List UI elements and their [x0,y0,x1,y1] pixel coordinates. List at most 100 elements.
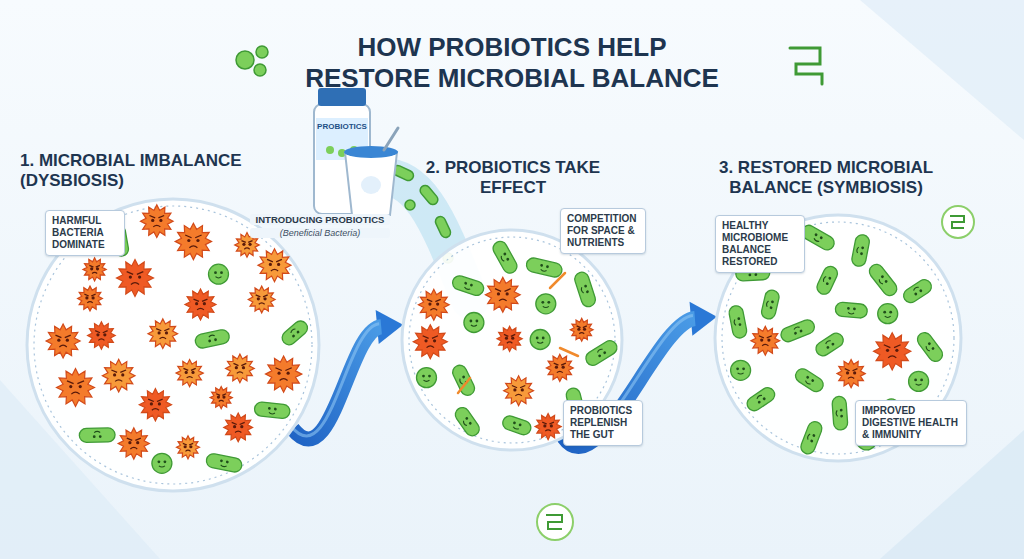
good-bacterium-group [79,428,115,443]
harmful-bacterium [83,258,106,281]
harmful-bacterium-group [485,277,520,312]
harmful-bacterium [46,324,80,358]
good-bacterium [835,302,868,319]
harmful-bacterium-group [248,286,275,313]
harmful-bacterium-group [418,289,449,320]
good-bacterium-group [760,289,780,321]
harmful-bacterium [546,354,573,381]
brow [183,443,193,445]
brow [111,370,126,372]
harmful-bacterium [210,387,232,409]
eye [164,460,167,463]
brow [884,345,901,348]
mouth [98,339,104,340]
brow [256,295,268,297]
good-bacterium [501,414,533,437]
good-bacterium-group [417,368,437,388]
brow [216,394,226,396]
mouth [185,450,190,451]
eye [185,371,188,374]
circle-fill [27,199,319,491]
good-bacterium-group [793,366,826,394]
eye [92,296,95,299]
good-bacterium-group [491,239,520,276]
mouth [888,356,896,358]
eye [422,375,425,378]
eye [760,338,763,341]
eye [806,375,810,379]
harmful-bacterium-group [118,428,149,459]
good-bacterium [909,371,929,391]
eye [603,351,607,355]
good-bacterium [731,360,751,380]
good-bacterium-group [728,305,748,340]
eye [203,302,206,305]
good-bacterium [152,453,172,473]
brow [423,336,438,339]
mouth [545,430,551,431]
eye [470,283,474,287]
mouth [71,392,79,394]
mouth [160,337,167,338]
good-bacterium-group [254,401,291,419]
brow [577,326,587,328]
eye [853,371,856,374]
harmful-bacterium-group [837,360,865,388]
good-bacterium [453,405,482,439]
good-bacterium-group [744,385,777,414]
eye [540,264,543,267]
smile [916,384,922,385]
smile [424,380,430,381]
eye [853,307,856,310]
good-bacterium-group [878,304,898,324]
good-bacterium [851,234,871,268]
eye [748,273,751,276]
harmful-bacterium-group [175,223,211,259]
eye [433,339,436,342]
mouth [237,372,243,373]
harmful-bacterium-group [185,289,216,320]
callout-text: HARMFUL BACTERIA DOMINATE [52,215,105,250]
smile [885,316,891,317]
good-bacterium [536,294,556,314]
eye [268,407,271,410]
mouth [130,447,137,449]
eye [66,339,69,342]
smile [925,346,930,352]
brow [55,335,70,338]
callout-box: IMPROVED DIGESTIVE HEALTH & IMMUNITY [855,400,967,446]
harmful-bacterium-group [535,414,561,440]
eye [242,366,245,369]
good-bacterium [799,420,824,456]
yogurt-cup [344,128,398,215]
diagram-title: HOW PROBIOTICS HELP RESTORE MICROBIAL BA… [297,32,727,94]
eye [503,252,507,256]
harmful-bacterium [176,360,203,387]
smile [823,276,827,282]
harmful-bacterium-group [570,318,593,341]
eye [826,345,830,349]
harmful-bacterium-group [874,333,911,370]
harmful-bacterium-group [413,325,447,359]
harmful-bacterium [535,414,561,440]
brow [554,363,566,365]
intro-label: (Beneficial Bacteria) [250,228,390,238]
brow [275,368,291,371]
harmful-bacterium-group [258,249,291,282]
eye [220,459,223,462]
good-bacterium-group [453,405,482,439]
smile [159,466,165,467]
mouth [430,309,437,311]
eye [771,300,774,303]
smile [581,287,584,293]
good-bacterium-group [813,331,846,359]
eye [99,435,102,438]
harmful-bacterium [185,289,216,320]
good-bacterium [450,363,477,398]
good-bacterium [815,264,840,296]
eye [920,379,923,382]
eye [189,445,192,448]
good-bacterium [867,262,900,299]
smile [463,421,467,427]
eye [242,243,245,246]
